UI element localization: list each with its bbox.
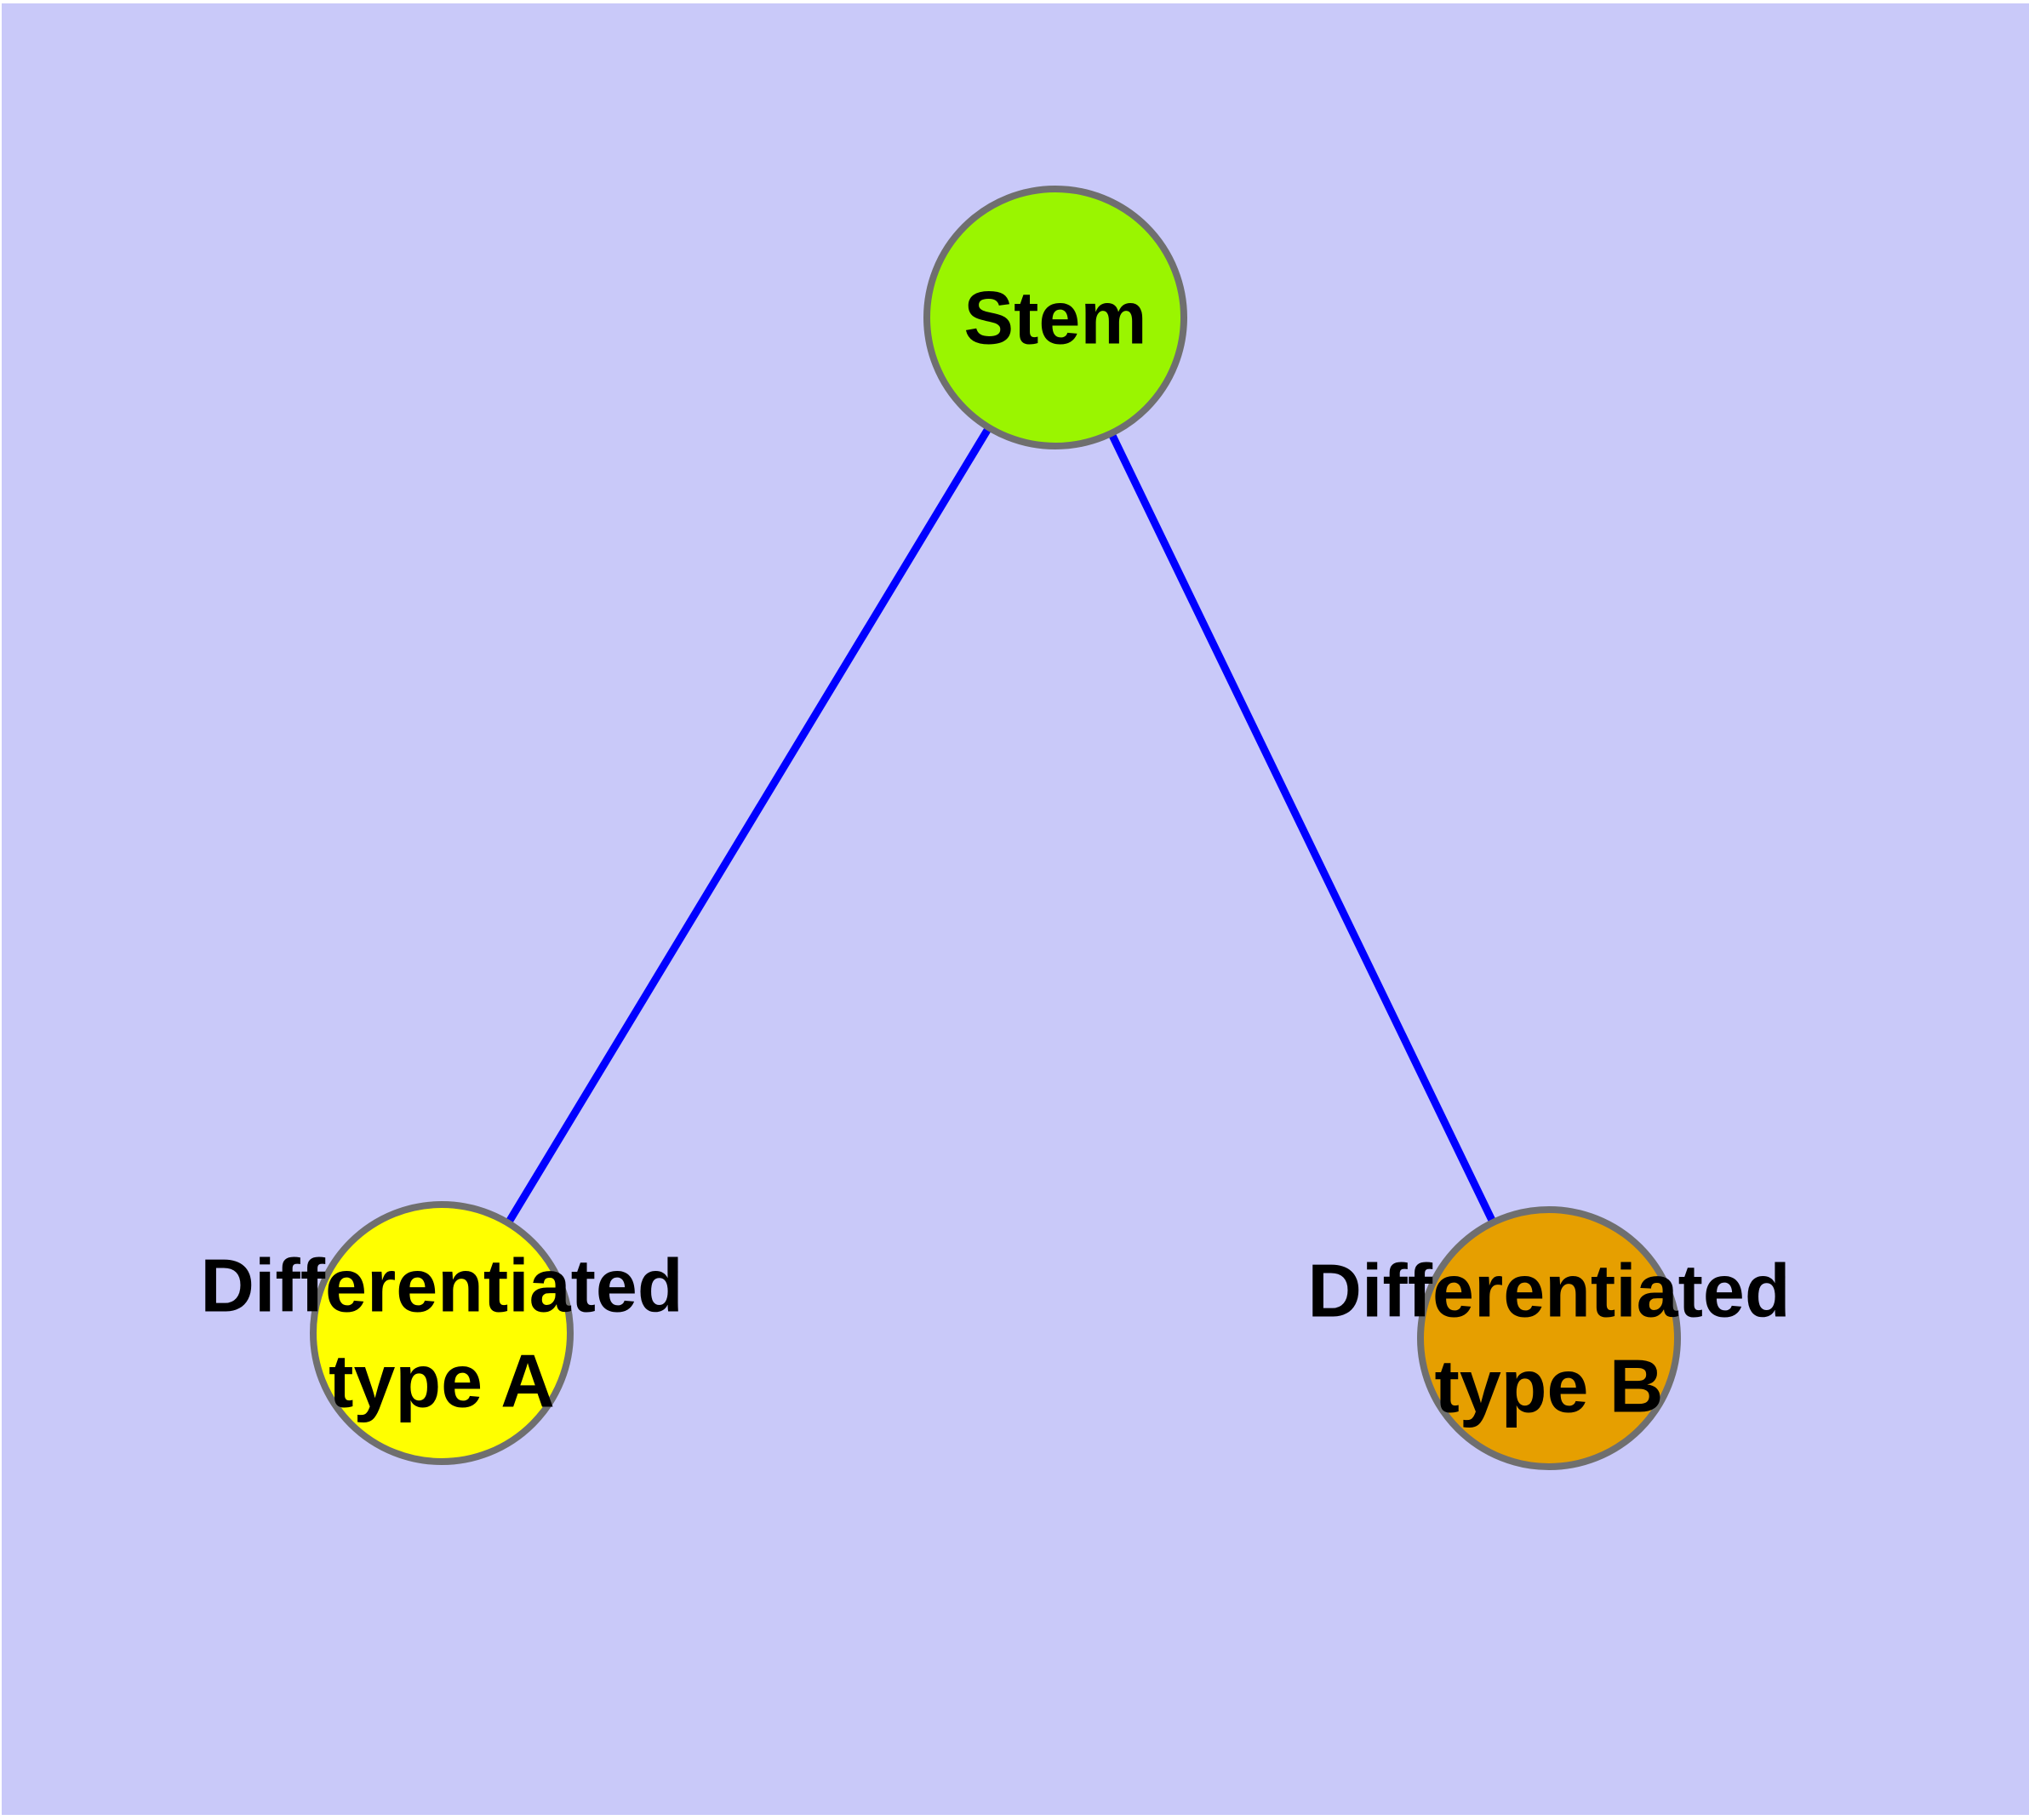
edge-stem-to-differentiated-type-b <box>1051 316 1553 1340</box>
node-differentiated-type-a <box>310 1201 574 1465</box>
node-label-stem: Stem <box>963 276 1146 360</box>
node-label-differentiated-type-a-line1: Differentiated <box>200 1244 683 1328</box>
edge-stem-to-differentiated-type-a <box>438 315 1059 1336</box>
node-differentiated-type-b <box>1417 1206 1681 1470</box>
node-label-differentiated-type-a-line2: type A <box>329 1339 555 1423</box>
node-stem <box>923 186 1187 449</box>
node-label-differentiated-type-b-line1: Differentiated <box>1307 1249 1790 1333</box>
node-label-differentiated-type-b-line2: type B <box>1435 1344 1664 1428</box>
